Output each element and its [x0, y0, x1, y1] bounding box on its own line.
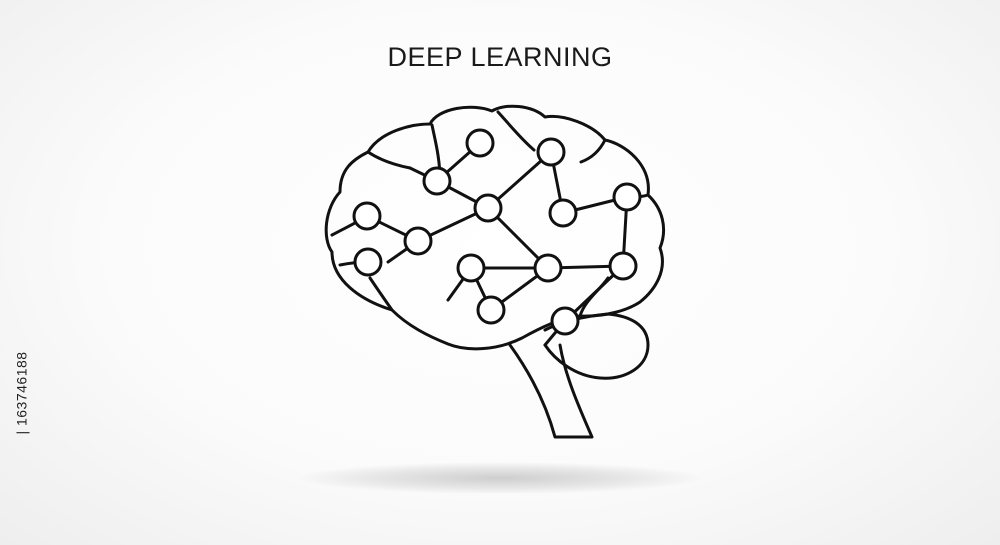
stock-id: | 163746188	[12, 298, 32, 488]
page-title: DEEP LEARNING	[387, 42, 613, 72]
network-node	[353, 247, 383, 277]
network-node	[403, 226, 433, 256]
network-node	[550, 306, 580, 336]
stock-id-text: | 163746188	[14, 351, 31, 435]
network-node	[473, 193, 503, 223]
network-node	[536, 137, 566, 167]
network-node	[533, 253, 563, 283]
network-node	[465, 128, 495, 158]
network-node	[352, 201, 382, 231]
network-node	[608, 251, 638, 281]
network-node	[476, 295, 506, 325]
network-node	[548, 198, 578, 228]
network-node	[422, 166, 452, 196]
network-node	[456, 253, 486, 283]
brain-stem	[508, 343, 594, 439]
brain-shadow	[300, 462, 700, 494]
network-node	[612, 182, 642, 212]
cerebellum	[543, 312, 650, 380]
